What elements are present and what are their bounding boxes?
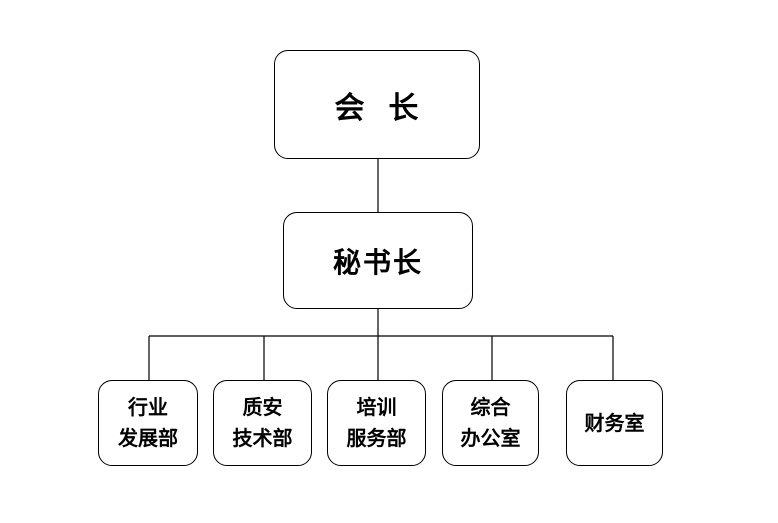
department-label-4: 综合 办公室 xyxy=(460,395,521,450)
department-box-2: 质安 技术部 xyxy=(213,380,312,466)
department-label-3: 培训 服务部 xyxy=(346,395,407,450)
department-label-5: 财务室 xyxy=(584,410,645,435)
root-label: 会 长 xyxy=(334,90,420,126)
department-box-5: 财务室 xyxy=(566,380,663,466)
department-label-1: 行业 发展部 xyxy=(118,395,178,450)
secretary-box: 秘书长 xyxy=(283,212,473,309)
secretary-label: 秘书长 xyxy=(332,245,423,279)
department-label-2: 质安 技术部 xyxy=(232,395,293,450)
department-box-3: 培训 服务部 xyxy=(327,380,426,466)
root-box: 会 长 xyxy=(274,50,480,159)
department-box-1: 行业 发展部 xyxy=(98,380,198,466)
department-box-4: 综合 办公室 xyxy=(442,380,539,466)
